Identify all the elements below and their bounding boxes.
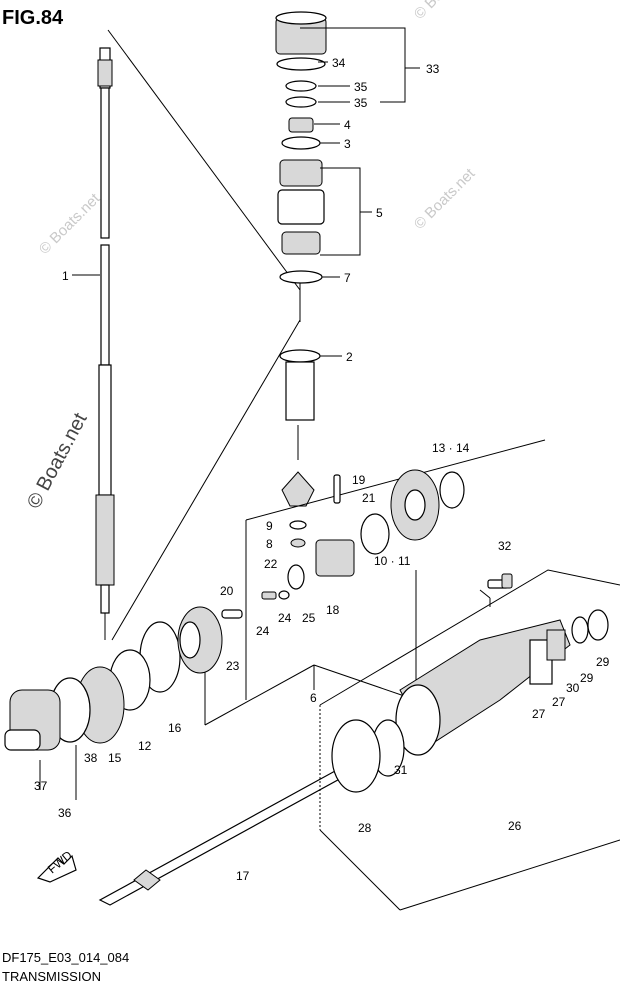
- callout-27b: 27: [552, 695, 566, 709]
- figure-number: FIG.84: [2, 7, 64, 29]
- reverse-gear: [390, 469, 440, 541]
- callout-labels: 1 2 3 4 5 6 7 8 9 10 · 11 12 13 · 14 15 …: [34, 56, 610, 883]
- watermark-1: © Boats.net: [411, 0, 479, 23]
- upper-bearing-stack: [275, 11, 327, 284]
- bearing-housing: [4, 666, 125, 800]
- pinion-gear: [281, 425, 315, 507]
- callout-33: 33: [426, 62, 440, 76]
- pin: [333, 474, 341, 504]
- callout-15: 15: [108, 751, 122, 765]
- callout-5: 5: [376, 206, 383, 220]
- callout-29a: 29: [596, 655, 610, 669]
- callout-24b: 24: [278, 611, 292, 625]
- callout-20: 20: [220, 584, 234, 598]
- callout-30: 30: [566, 681, 580, 695]
- callout-12: 12: [138, 739, 152, 753]
- watermark-main: © Boats.net: [23, 409, 92, 512]
- callout-26: 26: [508, 819, 522, 833]
- callout-31: 31: [394, 763, 408, 777]
- forward-direction-badge: FWD: [36, 848, 77, 883]
- ring: [360, 513, 390, 555]
- sleeve: [279, 349, 321, 421]
- callout-21: 21: [362, 491, 376, 505]
- callout-29b: 29: [580, 671, 594, 685]
- callout-18: 18: [326, 603, 340, 617]
- watermark-3: © Boats.net: [36, 190, 104, 258]
- clutch-dog: [315, 539, 355, 577]
- washer-parts: [289, 520, 307, 548]
- callout-24a: 24: [256, 624, 270, 638]
- shim-ring: [439, 471, 465, 509]
- callout-9: 9: [266, 519, 273, 533]
- propeller-shaft: [98, 764, 358, 906]
- callout-35a: 35: [354, 80, 368, 94]
- callout-4: 4: [344, 118, 351, 132]
- callout-37: 37: [34, 779, 48, 793]
- callout-17: 17: [236, 869, 250, 883]
- callout-35b: 35: [354, 96, 368, 110]
- callout-38: 38: [84, 751, 98, 765]
- figure-title: TRANSMISSION: [2, 969, 101, 984]
- callout-36: 36: [58, 806, 72, 820]
- bolt: [487, 573, 513, 589]
- callout-8: 8: [266, 537, 273, 551]
- callout-7: 7: [344, 271, 351, 285]
- callout-23: 23: [226, 659, 240, 673]
- callout-3: 3: [344, 137, 351, 151]
- callout-32: 32: [498, 539, 512, 553]
- figure-code: DF175_E03_014_084: [2, 950, 129, 965]
- callout-25: 25: [302, 611, 316, 625]
- assembly-guide-lines: [107, 29, 301, 641]
- leader-lines: [72, 27, 420, 357]
- callout-34: 34: [332, 56, 346, 70]
- bracket-lines: [204, 439, 546, 726]
- callout-27a: 27: [532, 707, 546, 721]
- callout-19: 19: [352, 473, 366, 487]
- callout-10-11: 10 · 11: [374, 554, 411, 568]
- callout-2: 2: [346, 350, 353, 364]
- gear-case-group: [319, 569, 620, 911]
- callout-1: 1: [62, 269, 69, 283]
- callout-13-14: 13 · 14: [432, 441, 470, 455]
- spring-parts: [261, 564, 305, 600]
- callout-22: 22: [264, 557, 278, 571]
- callout-16: 16: [168, 721, 182, 735]
- callout-28: 28: [358, 821, 372, 835]
- watermark-2: © Boats.net: [411, 165, 479, 233]
- callout-6: 6: [310, 691, 317, 705]
- shift-pin: [221, 609, 243, 619]
- drive-shaft: [95, 47, 115, 640]
